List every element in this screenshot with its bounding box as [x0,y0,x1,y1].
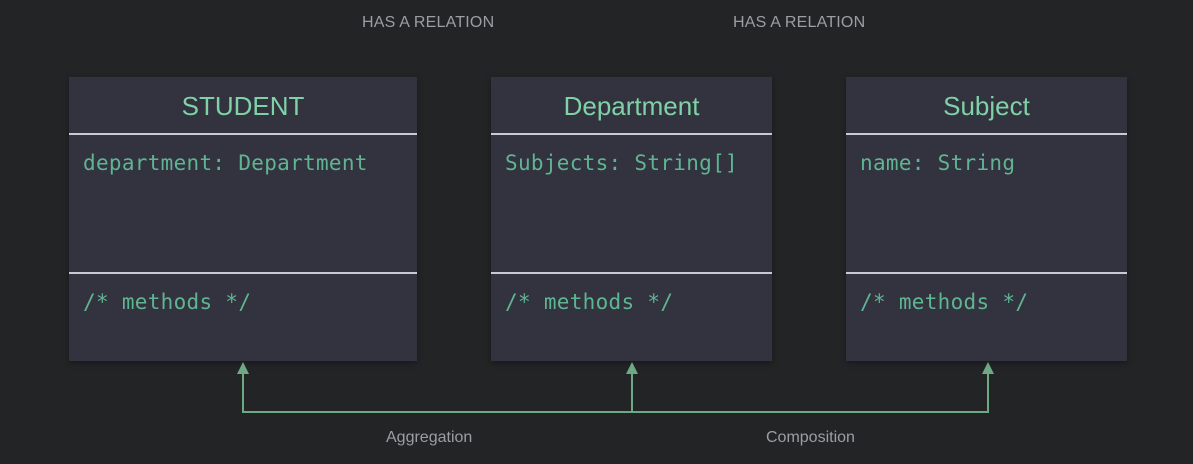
arrowhead-student-icon [237,362,249,374]
composition-label: Composition [766,429,855,446]
class-title-department: Department [563,91,700,121]
relation-label-right: HAS A RELATION [733,14,866,31]
arrowhead-subject-icon [982,362,994,374]
class-methods-department: /* methods */ [505,290,674,314]
class-divider [69,272,417,274]
arrowhead-department-icon [626,362,638,374]
class-attribute-department: Subjects: String[] [505,151,738,175]
class-box-subject: Subject name: String /* methods */ [846,77,1127,361]
class-divider [846,133,1127,135]
class-methods-student: /* methods */ [83,290,252,314]
class-box-student: STUDENT department: Department /* method… [69,77,417,361]
class-divider [69,133,417,135]
class-divider [491,272,772,274]
class-attribute-student: department: Department [83,151,368,175]
class-divider [846,272,1127,274]
class-methods-subject: /* methods */ [860,290,1029,314]
class-attribute-subject: name: String [860,151,1016,175]
class-title-student: STUDENT [181,91,305,121]
aggregation-label: Aggregation [386,429,473,446]
class-title-subject: Subject [943,91,1030,121]
class-box-department: Department Subjects: String[] /* methods… [491,77,772,361]
relation-label-left: HAS A RELATION [362,14,495,31]
class-divider [491,133,772,135]
